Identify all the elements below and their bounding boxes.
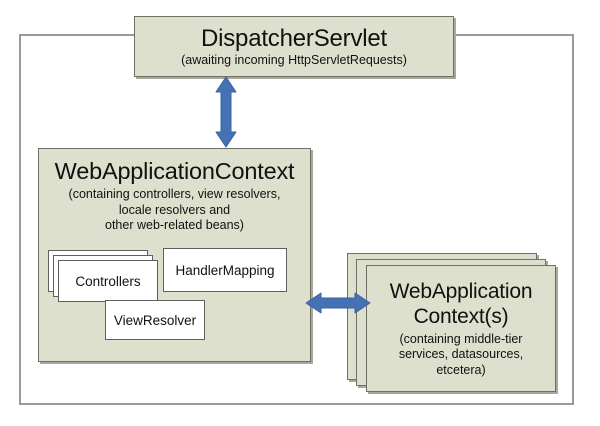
view-resolver-label: ViewResolver <box>113 312 197 328</box>
handler-mapping-label: HandlerMapping <box>175 262 275 278</box>
web-application-context-subtitle-line-3: other web-related beans) <box>105 218 244 232</box>
web-application-context-subtitle-line-1: (containing controllers, view resolvers, <box>68 187 281 201</box>
node-handler-mapping[interactable]: HandlerMapping <box>163 248 287 292</box>
web-application-context-subtitle-line-2: locale resolvers and <box>118 202 231 217</box>
node-controllers[interactable]: Controllers <box>58 260 158 302</box>
root-application-contexts-subtitle-line-2: services, datasources, <box>398 347 524 362</box>
arrow-dispatcher-to-web-context <box>205 76 247 148</box>
dispatcher-servlet-subtitle: (awaiting incoming HttpServletRequests) <box>181 53 407 67</box>
node-dispatcher-servlet[interactable]: DispatcherServlet (awaiting incoming Htt… <box>134 16 454 77</box>
controllers-label: Controllers <box>75 273 141 289</box>
node-view-resolver[interactable]: ViewResolver <box>105 300 205 340</box>
web-application-context-title: WebApplicationContext <box>54 158 295 184</box>
root-application-contexts-title-line-1: WebApplication <box>389 279 533 303</box>
root-application-contexts-subtitle-line-3: etcetera) <box>436 362 486 377</box>
arrow-web-context-to-root-contexts <box>305 288 371 318</box>
node-root-application-contexts[interactable]: WebApplication Context(s) (containing mi… <box>366 265 556 392</box>
root-application-contexts-title-line-2: Context(s) <box>413 304 509 328</box>
root-application-contexts-subtitle-line-1: (containing middle-tier <box>399 331 523 346</box>
dispatcher-servlet-title: DispatcherServlet <box>200 25 387 52</box>
